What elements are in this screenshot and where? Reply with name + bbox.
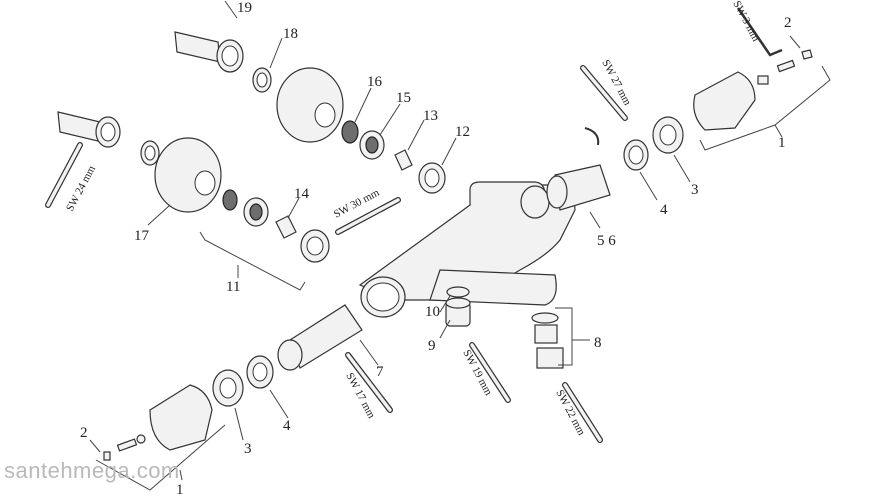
part-18 [252, 67, 272, 93]
wrench-17 [345, 352, 393, 413]
wall-connector-left [57, 111, 121, 148]
part-2-screw-right [757, 49, 813, 85]
label-3-right: 3 [691, 182, 699, 198]
wrench-24 [45, 142, 83, 208]
label-10: 10 [425, 304, 440, 320]
part-1-handle-left [149, 384, 213, 451]
label-7: 7 [376, 364, 384, 380]
watermark: santehmega.com [4, 458, 180, 483]
label-15: 15 [396, 90, 411, 106]
label-1-top: 1 [778, 135, 786, 151]
label-5-6: 5 6 [597, 233, 616, 249]
wrench-label-sw17: SW 17 mm [343, 371, 377, 421]
label-8: 8 [594, 335, 602, 351]
leader-lines [89, 0, 831, 491]
label-14: 14 [294, 186, 310, 202]
part-filter-left [222, 189, 269, 227]
part-2-screw-left [103, 434, 146, 461]
label-11: 11 [226, 279, 240, 295]
label-18: 18 [283, 26, 298, 42]
label-17: 17 [134, 228, 150, 244]
wrench-19 [469, 342, 511, 403]
label-4-left: 4 [283, 418, 291, 434]
label-2-top: 2 [784, 15, 792, 31]
part-small-ring-left [140, 140, 160, 166]
wrench-label-sw27: SW 27 mm [599, 58, 633, 108]
label-1-bottom: 1 [176, 482, 184, 498]
label-4-right: 4 [660, 202, 668, 218]
wrench-22 [562, 382, 603, 443]
label-19: 19 [237, 0, 252, 16]
part-cartridge-left [277, 304, 363, 371]
part-3-left [212, 369, 244, 407]
part-cartridge-right [546, 164, 611, 211]
label-16: 16 [367, 74, 383, 90]
label-13: 13 [423, 108, 438, 124]
part-3-right [652, 116, 684, 154]
wrench-label-sw3: SW 3 mm [730, 0, 762, 44]
wall-connector-top [174, 31, 244, 73]
label-2-bottom: 2 [80, 425, 88, 441]
part-13 [394, 149, 413, 171]
part-12 [418, 162, 446, 194]
part-15 [359, 130, 385, 160]
hex-key-3mm [736, 7, 783, 57]
part-4-ring-left [246, 355, 274, 389]
part-9-nipple [445, 297, 471, 327]
label-3-left: 3 [244, 441, 252, 457]
clip-right [584, 127, 600, 146]
part-rosette-top [276, 67, 344, 143]
wrench-27 [580, 65, 628, 121]
part-8-aerator [531, 312, 564, 369]
part-1-handle-right [693, 71, 756, 131]
part-4-ring-right [623, 139, 649, 171]
part-17-rosette [154, 137, 222, 213]
part-10-oring [446, 286, 470, 298]
label-9: 9 [428, 338, 436, 354]
part-16 [341, 120, 359, 144]
mixer-body [358, 181, 576, 318]
part-nut-left [300, 229, 330, 263]
label-12: 12 [455, 124, 470, 140]
part-14 [275, 215, 297, 239]
wrench-30 [335, 197, 401, 235]
